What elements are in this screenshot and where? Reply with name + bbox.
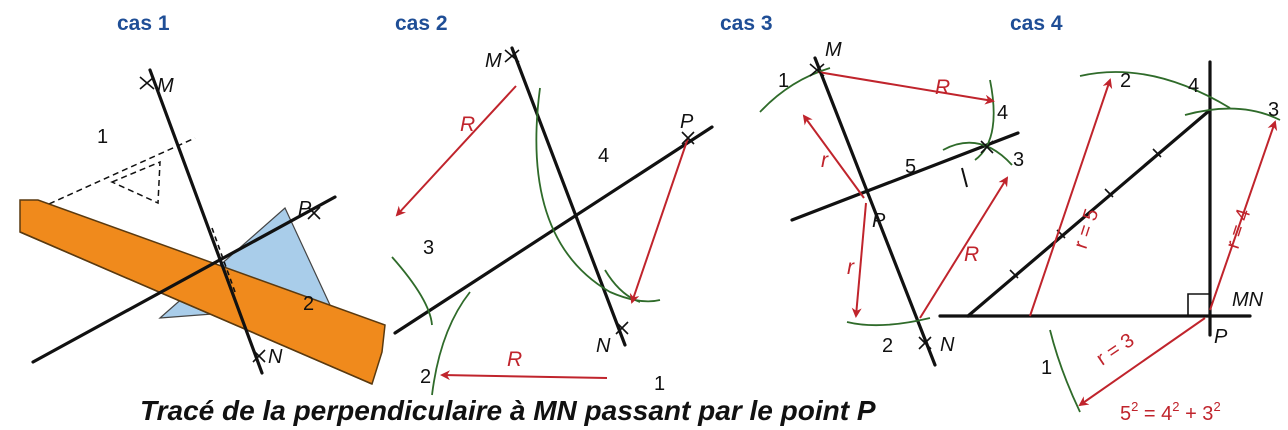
construction-arc-4 — [974, 79, 995, 161]
label-r3: r = 3 — [1092, 329, 1138, 370]
arrow-r-small-bottom — [851, 202, 867, 318]
label-n: N — [268, 346, 283, 368]
label-step-4: 4 — [598, 145, 609, 167]
construction-arc-3 — [391, 256, 433, 326]
dashed-set-square-outline — [110, 160, 161, 205]
label-r-top: R — [460, 113, 475, 136]
label-step-3: 3 — [1013, 149, 1024, 171]
arrow-r-right — [919, 176, 1009, 319]
case-3-title: cas 3 — [720, 12, 773, 35]
arrow-r-top — [395, 85, 517, 217]
label-m: M — [157, 75, 174, 97]
label-step-4: 4 — [1188, 75, 1199, 97]
label-mn: MN — [1232, 289, 1264, 311]
line-hypotenuse — [966, 108, 1212, 318]
label-r5: r = 5 — [1070, 206, 1103, 251]
label-step-1: 1 — [1041, 357, 1052, 379]
label-step-4: 4 — [997, 102, 1008, 124]
construction-arc-1 — [759, 67, 831, 113]
label-small-r-bottom: r — [847, 256, 855, 279]
case-3-figure: cas 3 M N P 1 2 3 4 5 R R r r — [720, 12, 1024, 367]
arrow-r-small-top — [802, 114, 865, 199]
case-1-title: cas 1 — [117, 12, 170, 35]
label-step-2: 2 — [1120, 70, 1131, 92]
line-through-p — [790, 131, 1020, 222]
label-p: P — [298, 198, 312, 220]
arrow-p-to-1 — [629, 137, 689, 304]
arrow-r5 — [1029, 78, 1113, 317]
construction-arc-1 — [1049, 329, 1081, 413]
label-step-2: 2 — [882, 335, 893, 357]
line-mn — [510, 46, 627, 347]
label-step-1: 1 — [97, 126, 108, 148]
right-angle-mark — [1187, 293, 1210, 316]
label-step-3: 3 — [1268, 99, 1279, 121]
case-4-title: cas 4 — [1010, 12, 1063, 35]
label-n: N — [596, 335, 611, 357]
case-4-figure: cas 4 2 4 3 1 P MN r = 5 r = 4 r = 3 — [938, 12, 1281, 413]
arrow-r-top — [817, 71, 995, 105]
label-step-1: 1 — [778, 70, 789, 92]
label-step-5: 5 — [905, 156, 916, 178]
construction-arc-2 — [846, 317, 931, 327]
label-p: P — [680, 111, 694, 133]
construction-arc-large — [535, 87, 661, 303]
ruler — [19, 199, 386, 386]
arrow-r4 — [1209, 120, 1278, 311]
case-2-figure: cas 2 M N P 1 2 3 4 R R — [391, 12, 714, 396]
construction-arc-3 — [942, 141, 1013, 166]
arrow-r-bottom — [440, 370, 608, 381]
construction-arc-3 — [1184, 107, 1281, 121]
label-r4: r = 4 — [1222, 206, 1255, 251]
label-step-1: 1 — [654, 373, 665, 395]
label-r-bottom: R — [507, 348, 522, 371]
dashed-ruler-guide — [39, 137, 196, 209]
arrow-r3 — [1078, 317, 1206, 407]
construction-arc-2 — [431, 291, 471, 396]
case-1-figure: cas 1 M N P 1 2 — [19, 12, 386, 386]
label-p: P — [872, 210, 886, 232]
figure-caption: Tracé de la perpendiculaire à MN passant… — [140, 395, 876, 426]
line-mn — [148, 68, 264, 375]
label-step-2: 2 — [420, 366, 431, 388]
label-p: P — [1214, 326, 1228, 348]
label-m: M — [825, 39, 842, 61]
line-mn — [813, 56, 937, 367]
pythagoras-formula: 52 = 42 + 32 — [1120, 399, 1221, 425]
label-small-r-top: r — [821, 149, 829, 172]
label-step-3: 3 — [423, 237, 434, 259]
label-m: M — [485, 50, 502, 72]
case-2-title: cas 2 — [395, 12, 448, 35]
label-step-2: 2 — [303, 293, 314, 315]
label-r-top: R — [935, 76, 950, 99]
construction-arc-2 — [1079, 71, 1231, 109]
label-r-right: R — [964, 243, 979, 266]
line-through-p — [31, 195, 337, 364]
label-n: N — [940, 334, 955, 356]
